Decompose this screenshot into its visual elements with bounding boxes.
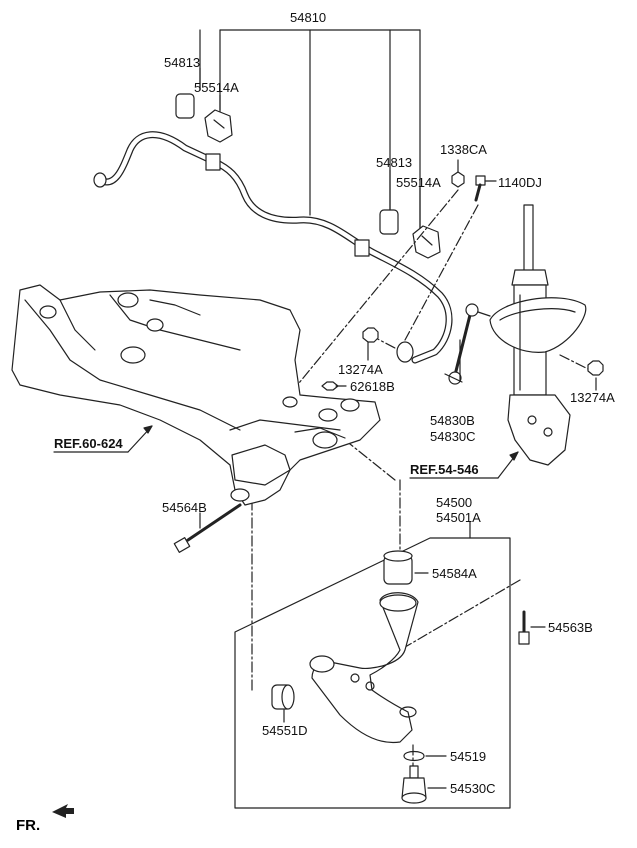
label-54563b: 54563B xyxy=(548,620,593,635)
bolt-1140dj xyxy=(474,175,497,202)
assembly-lines xyxy=(251,189,591,776)
label-54810: 54810 xyxy=(290,10,327,25)
subframe xyxy=(11,284,381,506)
label-fr: FR. xyxy=(16,817,41,834)
label-13274a-left: 13274A xyxy=(338,362,383,377)
label-54551d: 54551D xyxy=(262,723,308,738)
label-1140dj: 1140DJ xyxy=(498,175,542,190)
strut-assembly xyxy=(489,204,587,466)
label-13274a-right: 13274A xyxy=(570,390,615,405)
label-54501a: 54501A xyxy=(436,510,481,525)
nut-13274a-right xyxy=(587,360,604,376)
stabilizer-link xyxy=(444,303,491,385)
label-ref-60-624: REF.60-624 xyxy=(54,436,123,451)
label-54519: 54519 xyxy=(450,749,487,764)
label-54500: 54500 xyxy=(436,495,473,510)
label-54530c: 54530C xyxy=(450,781,496,796)
bushing-54551d xyxy=(271,684,295,710)
bushing-right xyxy=(379,209,441,259)
snap-ring-54519 xyxy=(403,750,425,762)
label-ref-54-546: REF.54-546 xyxy=(410,462,479,477)
nut-13274a-left xyxy=(362,327,379,343)
label-54584a: 54584A xyxy=(432,566,477,581)
bushing-left xyxy=(175,93,233,143)
label-1338ca: 1338CA xyxy=(440,142,487,157)
nut-1338ca xyxy=(451,159,465,188)
label-54830c: 54830C xyxy=(430,429,476,444)
stabilizer-bar xyxy=(93,131,453,364)
label-55514a-left: 55514A xyxy=(194,80,239,95)
label-54813-left: 54813 xyxy=(164,55,201,70)
ref-arrow-subframe xyxy=(53,425,153,453)
label-62618b: 62618B xyxy=(350,379,395,394)
label-54564b: 54564B xyxy=(162,500,207,515)
label-55514a-right: 55514A xyxy=(396,175,441,190)
bolt-54564b xyxy=(173,503,242,553)
label-54830b: 54830B xyxy=(430,413,475,428)
lower-arm-box xyxy=(234,521,511,809)
lower-control-arm xyxy=(309,592,419,744)
bolt-54563b xyxy=(518,610,546,645)
leader-54810 xyxy=(199,29,421,231)
ball-joint-54530c xyxy=(401,765,427,804)
front-arrow-icon xyxy=(52,804,74,818)
bushing-54584a xyxy=(383,550,413,585)
label-54813-right: 54813 xyxy=(376,155,413,170)
ref-arrow-strut xyxy=(409,451,519,479)
